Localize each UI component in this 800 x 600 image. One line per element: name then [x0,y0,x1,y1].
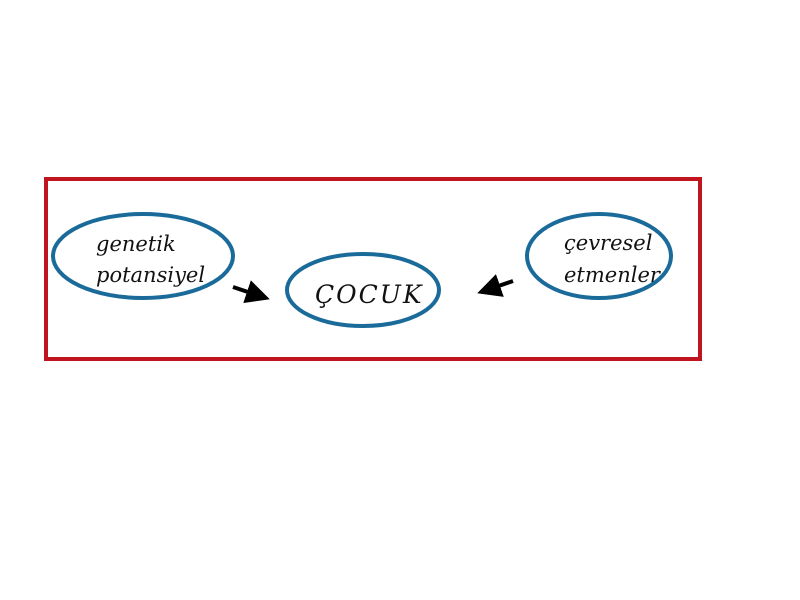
node-environment-line-1: çevresel [564,231,652,255]
node-genetic-potential: genetik potansiyel [51,212,235,300]
node-environmental-factors: çevresel etmenler [525,212,673,300]
node-genetic-line-1: genetik [96,232,176,256]
node-child: ÇOCUK [285,252,441,328]
arrow-environment-to-child [477,274,514,297]
node-environment-line-2: etmenler [564,263,662,287]
arrow-genetic-to-child [232,280,270,304]
node-child-label: ÇOCUK [315,280,424,309]
node-genetic-ellipse [51,212,235,300]
outer-frame [44,177,702,361]
node-genetic-line-2: potansiyel [96,263,205,287]
node-environment-ellipse [525,212,673,300]
node-child-ellipse [285,252,441,328]
